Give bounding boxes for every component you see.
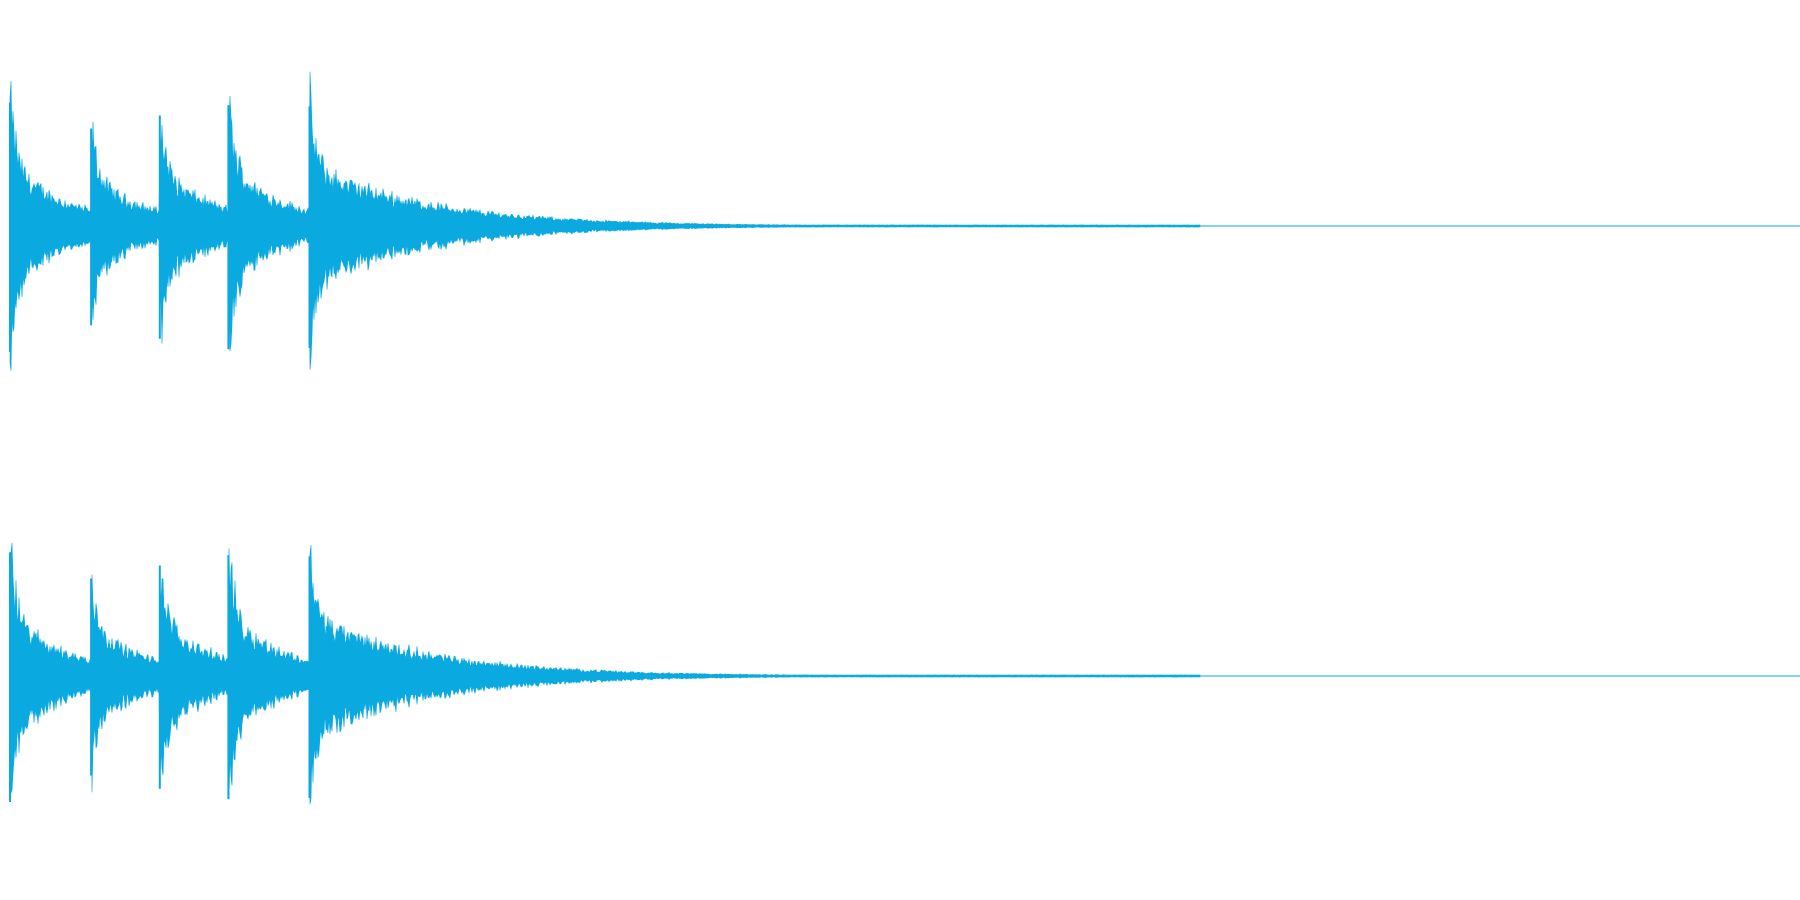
channel-1-signal bbox=[9, 71, 1201, 371]
channel-2-signal bbox=[9, 542, 1201, 805]
channel-1-waveform bbox=[9, 71, 1800, 371]
channel-2-waveform bbox=[9, 542, 1800, 805]
